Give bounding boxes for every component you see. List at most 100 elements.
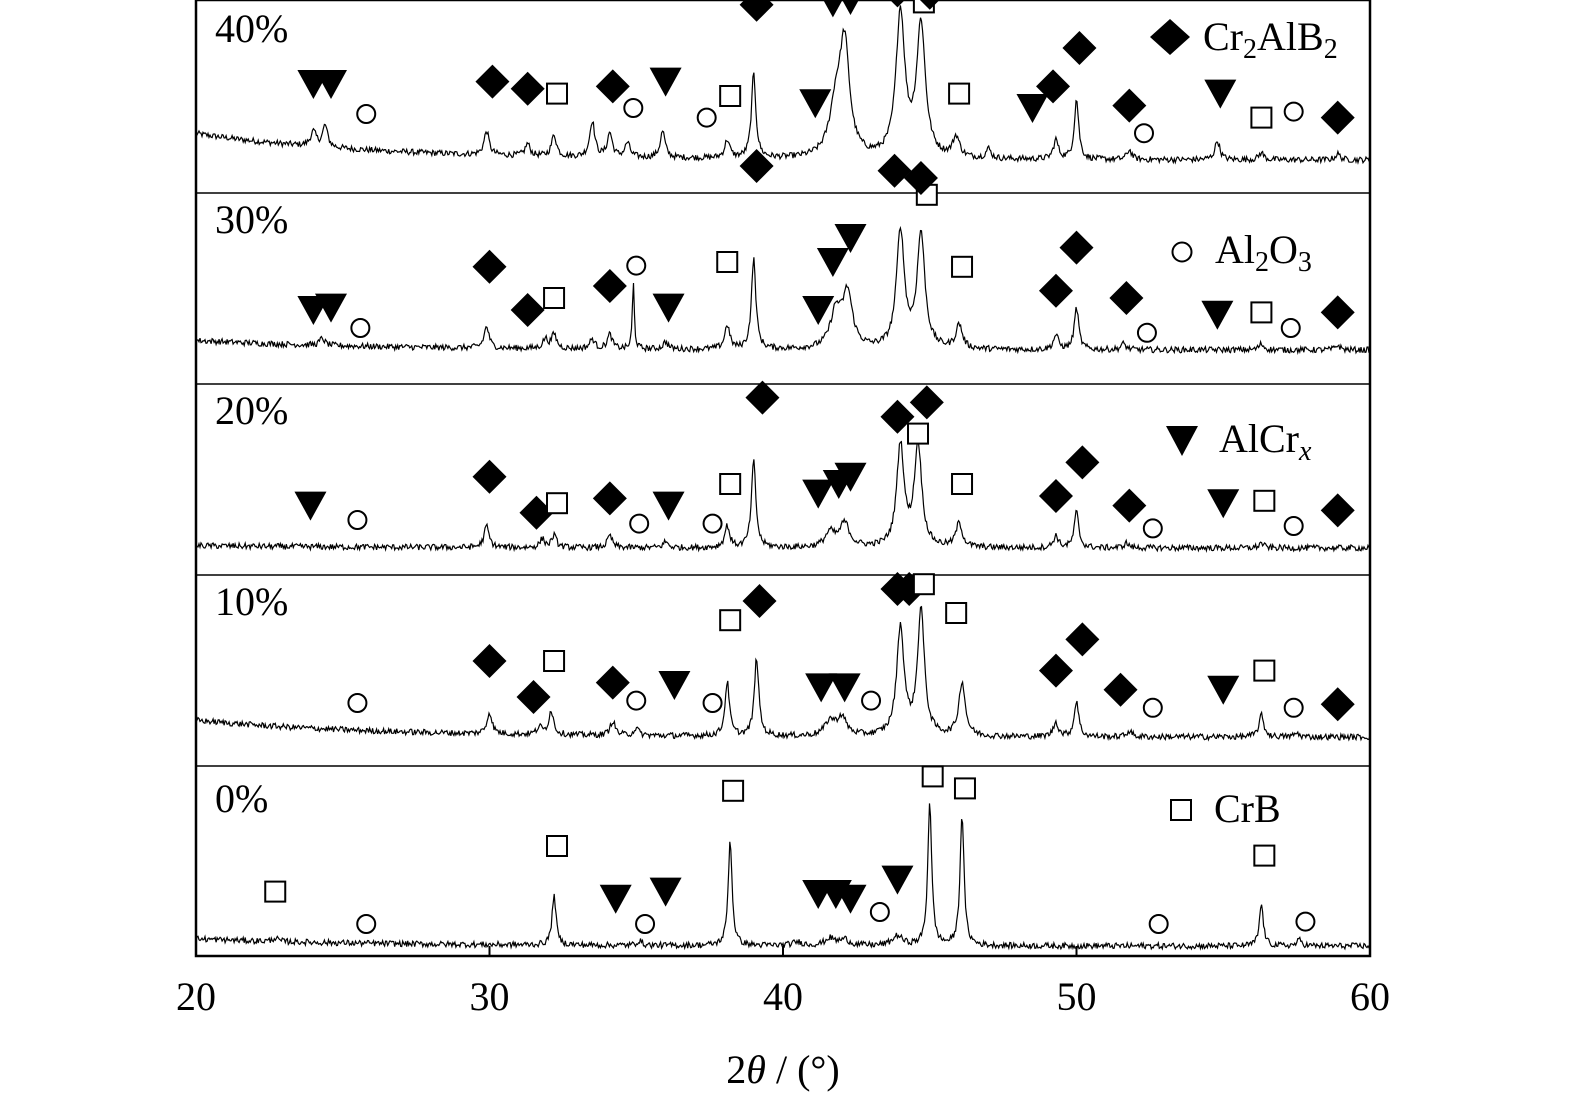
phase-marker-diamond <box>519 495 554 530</box>
phase-marker-diamond <box>745 380 780 415</box>
phase-marker-diamond <box>1320 295 1355 330</box>
legend: Cr2AlB2 Al2O3 AlCrx CrB <box>1150 14 1338 831</box>
phase-marker-triangle <box>834 462 867 492</box>
phase-marker-diamond <box>903 161 938 195</box>
phase-marker-diamond <box>592 269 627 303</box>
phase-marker-diamond <box>739 0 774 22</box>
phase-marker-square <box>1253 659 1276 682</box>
phase-marker-diamond <box>742 584 777 618</box>
phase-marker-circle <box>1134 123 1155 144</box>
phase-marker-triangle <box>834 224 867 253</box>
phase-marker-circle <box>1148 914 1169 934</box>
phase-marker-triangle <box>649 67 682 97</box>
phase-marker-square <box>1250 106 1273 129</box>
phase-marker-diamond <box>1038 653 1073 688</box>
legend-label-crb: CrB <box>1214 786 1281 831</box>
series-label-0: 0% <box>215 776 268 821</box>
x-tick-label: 60 <box>1350 974 1390 1019</box>
phase-marker-square <box>719 85 742 107</box>
phase-marker-diamond <box>1065 445 1100 480</box>
phase-marker-diamond <box>1320 100 1355 135</box>
phase-marker-diamond <box>1036 69 1071 104</box>
phase-marker-triangle <box>828 673 861 703</box>
phase-marker-diamond <box>472 459 507 494</box>
x-axis-label: 2θ / (°) <box>726 1047 839 1092</box>
series-line <box>195 803 1371 951</box>
phase-marker-triangle <box>649 877 682 907</box>
phase-marker-circle <box>702 513 723 534</box>
legend-diamond-icon <box>1150 19 1190 55</box>
phase-marker-circle <box>1283 516 1304 536</box>
phase-marker-triangle <box>1207 675 1240 705</box>
phase-marker-diamond <box>1065 622 1100 657</box>
phase-marker-circle <box>356 104 377 124</box>
phase-marker-circle <box>347 693 368 713</box>
phase-marker-diamond <box>739 149 774 183</box>
phase-marker-triangle <box>652 293 685 323</box>
x-tick-label: 40 <box>763 974 803 1019</box>
x-tick-label: 20 <box>176 974 216 1019</box>
legend-circle-icon <box>1171 241 1193 263</box>
phase-marker-diamond <box>595 69 630 104</box>
phase-marker-diamond <box>1112 88 1147 123</box>
phase-marker-triangle <box>802 479 835 509</box>
phase-marker-square <box>1250 301 1273 324</box>
phase-marker-diamond <box>1103 672 1138 707</box>
phase-marker-triangle <box>802 296 835 325</box>
phase-marker-diamond <box>1038 479 1073 513</box>
phase-marker-circle <box>629 513 650 534</box>
phase-marker-triangle <box>1016 94 1049 123</box>
phase-marker-diamond <box>1112 488 1147 523</box>
phase-marker-triangle <box>315 293 348 323</box>
legend-label-alcrx: AlCrx <box>1219 416 1312 467</box>
phase-marker-square <box>716 251 739 273</box>
phase-marker-diamond <box>919 0 940 10</box>
legend-label-al2o3: Al2O3 <box>1215 227 1312 278</box>
phase-marker-square <box>1253 844 1276 867</box>
phase-marker-circle <box>1283 101 1304 122</box>
phase-marker-square <box>543 287 566 309</box>
phase-markers <box>264 0 1355 934</box>
phase-marker-square <box>951 255 974 278</box>
phase-marker-triangle <box>881 865 914 895</box>
phase-marker-diamond <box>472 644 507 678</box>
phase-marker-triangle <box>799 89 832 119</box>
phase-marker-triangle <box>834 884 867 914</box>
phase-marker-square <box>719 473 742 495</box>
phase-marker-square <box>953 777 976 800</box>
phase-marker-square <box>945 602 968 624</box>
phase-marker-square <box>921 765 944 788</box>
phase-marker-circle <box>626 690 647 711</box>
phase-marker-diamond <box>1038 273 1073 308</box>
phase-marker-square <box>1253 489 1276 512</box>
phase-marker-circle <box>356 914 377 934</box>
phase-marker-circle <box>1136 322 1157 343</box>
phase-marker-diamond <box>516 680 551 714</box>
series-label-10: 10% <box>215 579 288 624</box>
series-label-30: 30% <box>215 197 288 242</box>
series-line <box>195 605 1371 742</box>
phase-marker-square <box>543 650 566 672</box>
series-line <box>195 5 1371 165</box>
phase-marker-circle <box>1295 911 1316 932</box>
legend-triangle-icon <box>1166 426 1198 456</box>
phase-marker-triangle <box>658 671 691 700</box>
phase-marker-circle <box>869 902 890 922</box>
phase-marker-diamond <box>592 481 627 516</box>
phase-marker-triangle <box>842 0 859 15</box>
phase-marker-diamond <box>1320 493 1355 528</box>
phase-marker-square <box>719 609 742 632</box>
phase-marker-circle <box>623 98 644 118</box>
phase-marker-square <box>912 573 935 596</box>
phase-marker-circle <box>702 693 723 713</box>
phase-marker-triangle <box>599 884 632 914</box>
x-tick-label: 50 <box>1057 974 1097 1019</box>
phase-marker-triangle <box>1201 300 1234 330</box>
phase-marker-diamond <box>909 385 944 420</box>
phase-marker-triangle <box>823 0 843 18</box>
phase-marker-circle <box>350 318 371 338</box>
series-curves <box>195 5 1371 951</box>
phase-marker-diamond <box>1062 31 1097 65</box>
